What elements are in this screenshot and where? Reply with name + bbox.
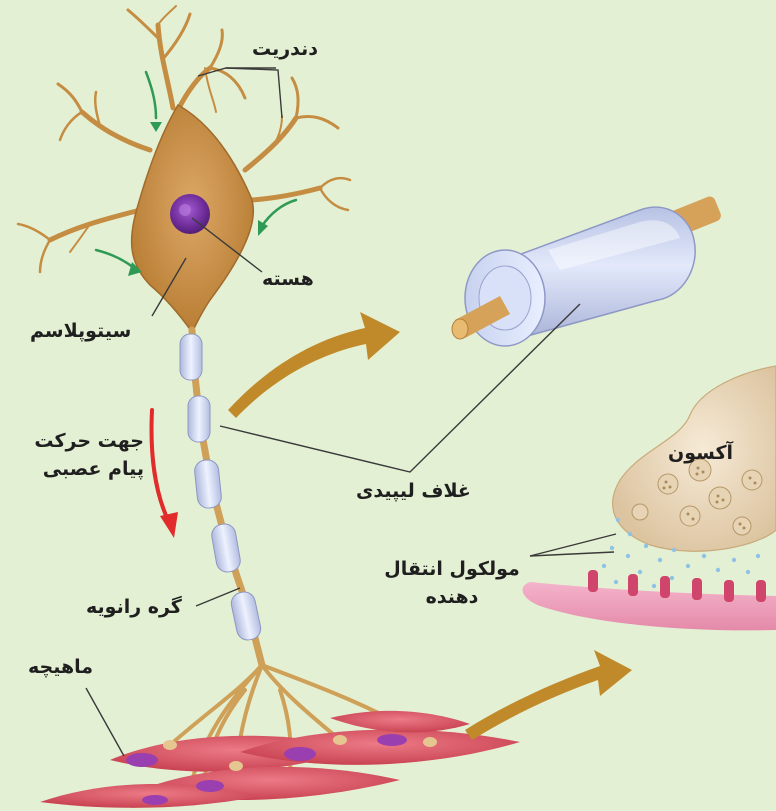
label-neurotransmitter: مولکول انتقال دهنده <box>374 556 530 611</box>
label-signal-direction: جهت حرکت پیام عصبی <box>28 428 144 483</box>
myelin-closeup <box>452 195 723 346</box>
zoom-arrow-upper <box>228 312 400 418</box>
label-signal-direction-line2: پیام عصبی <box>28 456 144 484</box>
zoom-arrow-lower <box>465 650 632 740</box>
label-muscle: ماهیچه <box>28 654 93 682</box>
muscle-fibers <box>40 711 520 808</box>
label-node-of-ranvier: گره رانویه <box>86 594 182 622</box>
label-neurotransmitter-line2: دهنده <box>374 584 530 612</box>
label-axon: آکسون <box>668 440 733 468</box>
label-cytoplasm: سیتوپلاسم <box>30 318 131 346</box>
signal-direction-arrow <box>152 410 178 538</box>
label-signal-direction-line1: جهت حرکت <box>28 428 144 456</box>
label-dendrite: دندریت <box>252 36 318 64</box>
label-nucleus: هسته <box>262 266 314 294</box>
label-lipid-sheath: غلاف لیپیدی <box>356 478 471 506</box>
receptor-membrane <box>523 570 776 630</box>
label-neurotransmitter-line1: مولکول انتقال <box>374 556 530 584</box>
